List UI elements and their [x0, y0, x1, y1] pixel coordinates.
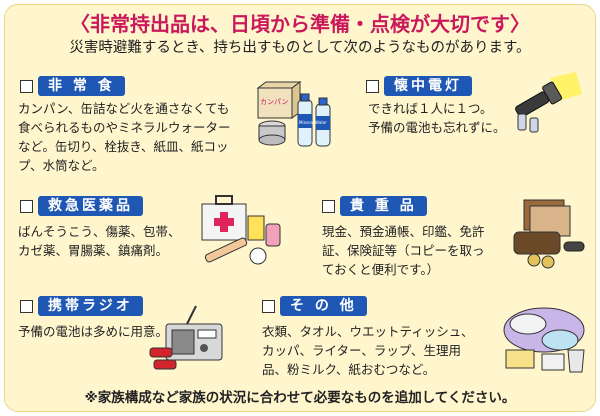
page-subtitle: 災害時避難するとき、持ち出すものとして次のようなものがあります。	[69, 40, 531, 56]
page-title: 〈非常持出品は、日頃から準備・点検が大切です〉	[70, 12, 530, 36]
flashlight-description: できれば１人に１つ。 予備の電池も忘れずに。	[368, 101, 506, 135]
other-description: 衣類、タオル、ウエットティッシュ、 カッパ、ライター、ラップ、生理用 品、粉ミル…	[262, 324, 474, 377]
food-description: カンパン、缶詰など火を通さなくても 食べられるものやミネラルウォーター など。缶…	[18, 101, 231, 173]
category-other: そ の 他	[262, 296, 367, 316]
category-medicine: 救急医薬品	[20, 196, 143, 216]
food-illustration: カンパン Mineral Water	[256, 81, 331, 147]
other-illustration	[503, 307, 585, 373]
food-bottle-text: Mineral Water	[299, 120, 327, 125]
radio-description: 予備の電池は多めに用意。	[18, 324, 169, 339]
food-pack-text: カンパン	[260, 98, 288, 106]
medicine-illustration	[201, 195, 281, 265]
category-valuables: 貴 重 品	[322, 196, 427, 216]
footer-note: ※家族構成など家族の状況に合わせて必要なものを追加してください。	[84, 390, 516, 406]
valuables-checkbox[interactable]	[322, 199, 335, 213]
radio-checkbox[interactable]	[20, 299, 33, 313]
flashlight-label: 懐中電灯	[384, 76, 472, 96]
radio-illustration	[149, 305, 223, 370]
other-label: そ の 他	[280, 296, 367, 316]
valuables-label: 貴 重 品	[340, 196, 427, 216]
valuables-illustration	[513, 199, 585, 269]
valuables-description: 現金、預金通帳、印鑑、免許 証、保険証等（コピーを取っ ておくと便利です。）	[322, 224, 485, 277]
food-checkbox[interactable]	[20, 79, 33, 93]
category-flashlight: 懐中電灯	[366, 76, 472, 96]
flashlight-illustration	[515, 72, 582, 133]
medicine-description: ばんそうこう、傷薬、包帯、 カゼ薬、胃腸薬、鎮痛剤。	[18, 224, 181, 258]
food-label: 非 常 食	[38, 76, 125, 96]
medicine-label: 救急医薬品	[38, 196, 143, 216]
radio-label: 携帯ラジオ	[38, 296, 143, 316]
category-radio: 携帯ラジオ	[20, 296, 143, 316]
medicine-checkbox[interactable]	[20, 199, 33, 213]
category-food: 非 常 食	[20, 76, 125, 96]
other-checkbox[interactable]	[262, 299, 275, 313]
flashlight-checkbox[interactable]	[366, 79, 379, 93]
